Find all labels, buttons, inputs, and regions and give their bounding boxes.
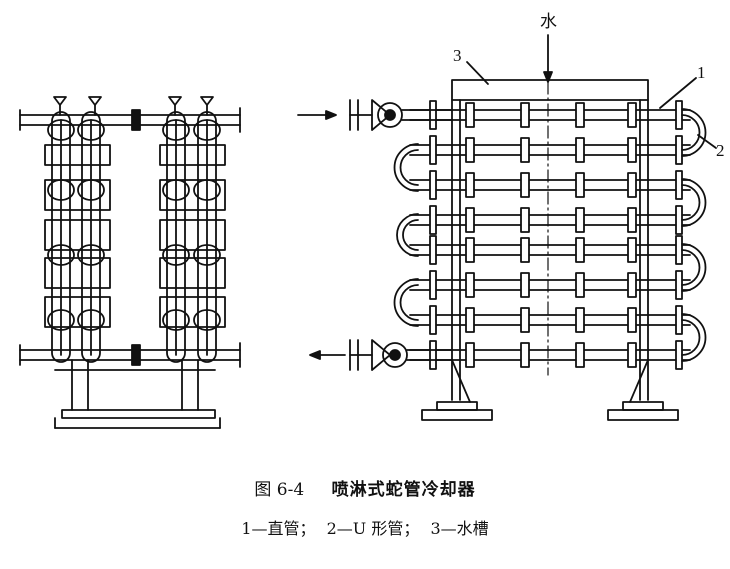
u-bend-right [681,184,701,221]
u-bend-right [681,313,707,362]
u-bend-right [681,249,701,286]
tube-clamp [575,272,585,298]
tube-flange [429,340,437,370]
tube-clamp [575,137,585,163]
tube-clamp [627,342,637,368]
side-view-stand [54,359,221,429]
figure-legend: 1—直管； 2—U 形管； 3—水槽 [0,521,730,537]
inlet-valve [349,99,453,131]
tube-leader-1 [659,77,697,109]
outlet-valve [349,339,453,371]
tube-clamp [520,237,530,263]
figure-title: 喷淋式蛇管冷却器 [331,480,476,500]
u-bend-left [393,278,419,327]
flow-arrow-in [297,110,337,120]
u-bend-right [681,319,701,356]
tube-clamp [465,207,475,233]
u-bend-right [681,114,701,151]
u-bend-right [681,178,707,227]
cooler-drawing [19,34,717,429]
tube-clamp [520,137,530,163]
tube-clamp [465,102,475,128]
u-bend-left [399,284,419,321]
tube-clamp [520,207,530,233]
u-bend-left [402,219,419,251]
part-2-label: 2 [716,141,725,160]
tube-flange [429,100,437,130]
u-bend-left [393,143,419,192]
tube-flange [429,235,437,265]
u-bend-left [399,149,419,186]
tube-clamp [575,307,585,333]
straight-tubes [409,100,691,370]
part-3-label: 3 [453,46,462,65]
tube-clamp [575,102,585,128]
tube-clamp [627,307,637,333]
legend-item-3: 3—水槽 [430,519,489,538]
u-bends [393,108,707,362]
legend-item-2: 2—U 形管； [326,519,420,538]
tube-clamp [575,237,585,263]
front-view [297,34,717,421]
tube-clamp [520,102,530,128]
figure-number: 图 6-4 [254,480,305,500]
water-trough [451,79,649,101]
tube-clamp [627,102,637,128]
u-bend-right [681,243,707,292]
tube-clamp [465,237,475,263]
water-inlet-arrow [543,34,553,83]
part-1-label: 1 [697,63,706,82]
tube-flange [429,205,437,235]
tube-clamp [520,272,530,298]
tube-flange [429,170,437,200]
side-view-coil-bank-left [44,111,111,363]
tube-clamp [575,172,585,198]
tube-clamp [520,172,530,198]
tube-clamp [465,342,475,368]
trough-leader-3 [466,61,489,85]
u-bend-left [396,213,419,257]
tube-clamp [575,207,585,233]
flow-arrow-out [309,350,346,360]
tube-flange [429,270,437,300]
tube-clamp [627,172,637,198]
bend-leader-2 [697,134,717,149]
tube-flange [429,305,437,335]
side-view-valves [53,96,214,106]
tube-clamp [465,172,475,198]
tube-clamp [575,342,585,368]
figure-caption: 图 6-4 喷淋式蛇管冷却器 [0,482,730,499]
side-view-top-header [19,103,241,133]
legend-item-1: 1—直管； [241,519,316,538]
water-label: 水 [540,12,557,32]
tube-clamp [465,137,475,163]
u-bend-right [681,108,707,157]
side-view [19,96,241,429]
tube-clamp [520,342,530,368]
tube-clamp [465,272,475,298]
tube-clamp [627,207,637,233]
tube-clamp [465,307,475,333]
tube-flange [429,135,437,165]
side-view-coil-bank-right [159,111,226,363]
tube-clamp [627,272,637,298]
tube-clamp [627,237,637,263]
tube-clamp [627,137,637,163]
front-view-stand [421,359,679,421]
tube-clamp [520,307,530,333]
side-view-bottom-header [19,342,241,368]
